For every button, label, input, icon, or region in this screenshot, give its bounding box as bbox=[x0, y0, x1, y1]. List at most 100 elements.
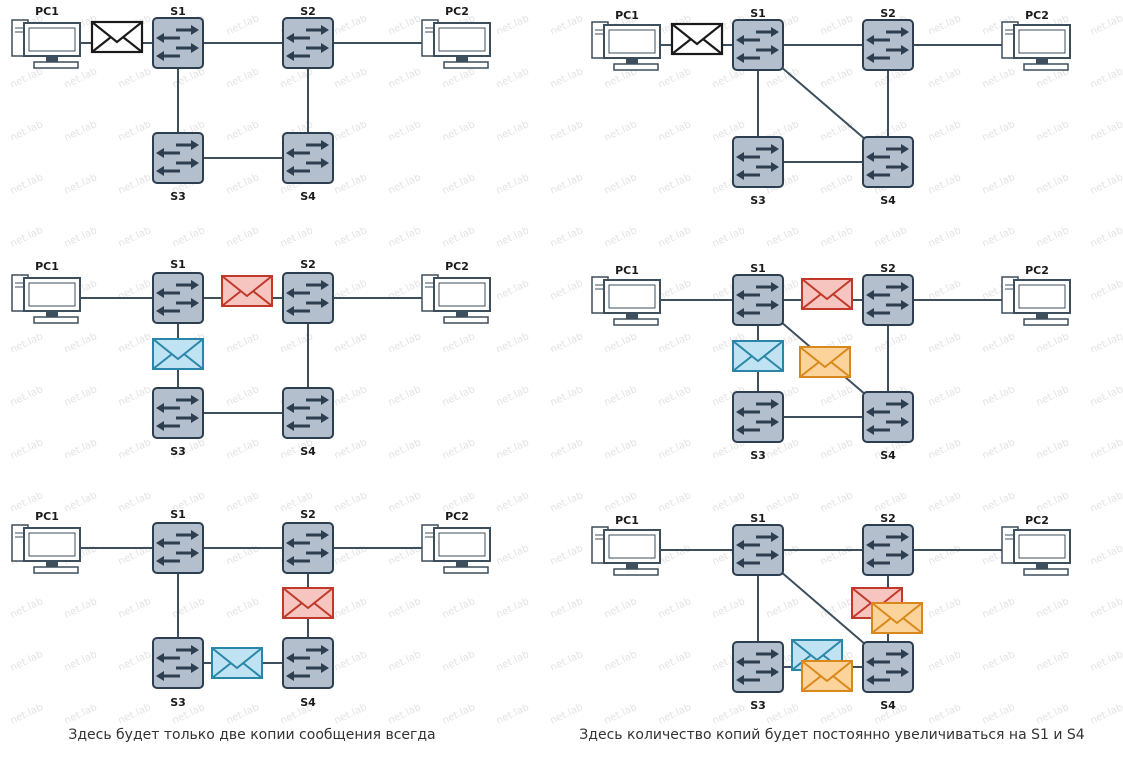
watermark-text: net.lab bbox=[495, 490, 531, 515]
watermark-text: net.lab bbox=[333, 119, 369, 144]
envelope-icon bbox=[90, 20, 144, 54]
watermark-text: net.lab bbox=[9, 437, 45, 462]
watermark-text: net.lab bbox=[63, 119, 99, 144]
watermark-text: net.lab bbox=[387, 331, 423, 356]
watermark-text: net.lab bbox=[63, 437, 99, 462]
watermark-text: net.lab bbox=[387, 437, 423, 462]
watermark-text: net.lab bbox=[63, 331, 99, 356]
watermark-text: net.lab bbox=[1089, 66, 1123, 91]
watermark-text: net.lab bbox=[981, 66, 1017, 91]
switch-icon bbox=[151, 271, 205, 325]
label-s4: S4 bbox=[300, 696, 316, 709]
watermark-text: net.lab bbox=[441, 384, 477, 409]
watermark-text: net.lab bbox=[225, 702, 261, 727]
watermark-text: net.lab bbox=[657, 543, 693, 568]
watermark-text: net.lab bbox=[927, 331, 963, 356]
caption-left: Здесь будет только две копии сообщения в… bbox=[68, 727, 435, 743]
watermark-text: net.lab bbox=[603, 437, 639, 462]
watermark-text: net.lab bbox=[441, 649, 477, 674]
watermark-text: net.lab bbox=[225, 596, 261, 621]
switch-icon bbox=[731, 640, 785, 694]
watermark-text: net.lab bbox=[657, 702, 693, 727]
label-s3: S3 bbox=[170, 190, 186, 203]
watermark-text: net.lab bbox=[657, 225, 693, 250]
watermark-text: net.lab bbox=[657, 331, 693, 356]
switch-icon bbox=[281, 131, 335, 185]
switch-icon bbox=[281, 16, 335, 70]
label-s2: S2 bbox=[880, 262, 896, 275]
watermark-text: net.lab bbox=[225, 225, 261, 250]
watermark-text: net.lab bbox=[387, 278, 423, 303]
watermark-text: net.lab bbox=[1089, 13, 1123, 38]
watermark-text: net.lab bbox=[657, 437, 693, 462]
label-s4: S4 bbox=[880, 194, 896, 207]
link-s1-s4 bbox=[779, 570, 867, 646]
link-s1-s4 bbox=[779, 65, 867, 141]
label-pc1: PC1 bbox=[615, 264, 639, 277]
label-s2: S2 bbox=[300, 258, 316, 271]
envelope-icon bbox=[670, 22, 724, 56]
label-s3: S3 bbox=[750, 449, 766, 462]
label-pc2: PC2 bbox=[1025, 9, 1049, 22]
watermark-text: net.lab bbox=[549, 384, 585, 409]
watermark-text: net.lab bbox=[981, 437, 1017, 462]
diagram-left-1: PC1 S1 S2 PC2 S3 S4 bbox=[11, 5, 491, 203]
watermark-text: net.lab bbox=[1089, 119, 1123, 144]
pc-icon bbox=[1001, 526, 1071, 576]
watermark-text: net.lab bbox=[9, 384, 45, 409]
watermark-text: net.lab bbox=[711, 596, 747, 621]
watermark-text: net.lab bbox=[981, 490, 1017, 515]
watermark-text: net.lab bbox=[657, 596, 693, 621]
watermark-text: net.lab bbox=[171, 66, 207, 91]
watermark-text: net.lab bbox=[765, 225, 801, 250]
watermark-text: net.lab bbox=[117, 649, 153, 674]
switch-icon bbox=[861, 390, 915, 444]
switch-icon bbox=[151, 521, 205, 575]
label-pc1: PC1 bbox=[35, 5, 59, 18]
envelope-icon bbox=[152, 338, 204, 370]
watermark-text: net.lab bbox=[549, 649, 585, 674]
label-s4: S4 bbox=[300, 445, 316, 458]
envelope-icon bbox=[732, 340, 784, 372]
label-s1: S1 bbox=[170, 508, 186, 521]
watermark-text: net.lab bbox=[495, 702, 531, 727]
pc-icon bbox=[11, 274, 81, 324]
watermark-text: net.lab bbox=[603, 490, 639, 515]
label-s2: S2 bbox=[880, 512, 896, 525]
label-s3: S3 bbox=[750, 699, 766, 712]
watermark-text: net.lab bbox=[1089, 649, 1123, 674]
watermark-text: net.lab bbox=[495, 437, 531, 462]
label-s1: S1 bbox=[170, 258, 186, 271]
watermark-text: net.lab bbox=[441, 172, 477, 197]
watermark-text: net.lab bbox=[1035, 331, 1071, 356]
watermark-text: net.lab bbox=[549, 66, 585, 91]
label-s1: S1 bbox=[750, 7, 766, 20]
label-s4: S4 bbox=[880, 449, 896, 462]
watermark-text: net.lab bbox=[225, 437, 261, 462]
watermark-text: net.lab bbox=[333, 66, 369, 91]
watermark-text: net.lab bbox=[927, 543, 963, 568]
switch-icon bbox=[281, 386, 335, 440]
watermark-text: net.lab bbox=[981, 172, 1017, 197]
watermark-text: net.lab bbox=[387, 649, 423, 674]
watermark-text: net.lab bbox=[549, 225, 585, 250]
watermark-text: net.lab bbox=[63, 225, 99, 250]
watermark-text: net.lab bbox=[873, 331, 909, 356]
watermark-text: net.lab bbox=[711, 702, 747, 727]
watermark-text: net.lab bbox=[927, 119, 963, 144]
watermark-text: net.lab bbox=[819, 172, 855, 197]
watermark-text: net.lab bbox=[1035, 119, 1071, 144]
watermark-text: net.lab bbox=[819, 66, 855, 91]
envelope-icon bbox=[801, 278, 853, 310]
watermark-text: net.lab bbox=[711, 490, 747, 515]
watermark-text: net.lab bbox=[1035, 649, 1071, 674]
watermark-text: net.lab bbox=[387, 543, 423, 568]
watermark-text: net.lab bbox=[819, 13, 855, 38]
watermark-text: net.lab bbox=[333, 543, 369, 568]
watermark-text: net.lab bbox=[9, 331, 45, 356]
watermark-text: net.lab bbox=[63, 702, 99, 727]
watermark-text: net.lab bbox=[603, 172, 639, 197]
watermark-text: net.lab bbox=[981, 384, 1017, 409]
watermark-text: net.lab bbox=[927, 437, 963, 462]
label-pc2: PC2 bbox=[1025, 514, 1049, 527]
